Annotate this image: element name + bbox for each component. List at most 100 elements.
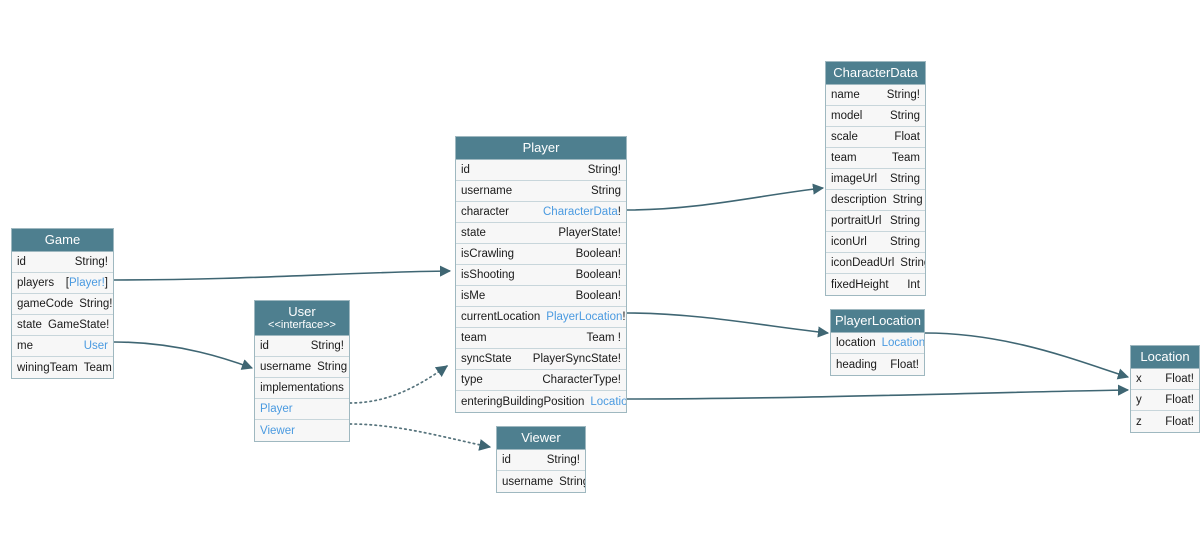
field-name: id	[260, 340, 269, 352]
field-row: currentLocation PlayerLocation!	[456, 307, 626, 328]
entity-viewer[interactable]: Viewer id String! username String	[496, 426, 586, 493]
entity-user-title: User <<interface>>	[255, 301, 349, 336]
field-name: iconDeadUrl	[831, 257, 895, 269]
field-name: type	[461, 374, 483, 386]
type-link[interactable]: Player!	[69, 277, 105, 289]
field-name: imageUrl	[831, 173, 878, 185]
field-row-implementation-player[interactable]: Player	[255, 399, 349, 420]
entity-characterdata[interactable]: CharacterData name String! model String …	[825, 61, 926, 296]
field-type: GameState!	[47, 319, 110, 331]
field-type: String!	[79, 298, 113, 310]
field-type: String!	[886, 89, 920, 101]
field-row: imageUrl String	[826, 169, 925, 190]
field-name: isMe	[461, 290, 486, 302]
field-type: PlayerSyncState!	[532, 353, 621, 365]
entity-characterdata-name: CharacterData	[833, 65, 918, 80]
field-name: id	[502, 454, 511, 466]
field-type: Location!	[882, 337, 924, 349]
field-row: isMe Boolean!	[456, 286, 626, 307]
field-row: winingTeam Team	[12, 357, 113, 378]
type-suffix: !	[617, 206, 621, 218]
field-type: String!	[546, 454, 580, 466]
field-type: Boolean!	[575, 269, 621, 281]
type-link[interactable]: Location	[881, 337, 924, 349]
field-row: iconDeadUrl String	[826, 253, 925, 274]
field-row: isShooting Boolean!	[456, 265, 626, 286]
field-row: team Team	[826, 148, 925, 169]
type-link[interactable]: Location	[590, 395, 626, 408]
field-name: isCrawling	[461, 248, 515, 260]
entity-playerlocation-title: PlayerLocation	[831, 310, 924, 333]
field-row: model String	[826, 106, 925, 127]
field-name: description	[831, 194, 887, 206]
entity-player-title: Player	[456, 137, 626, 160]
field-row: location Location!	[831, 333, 924, 354]
field-row: scale Float	[826, 127, 925, 148]
field-type: Boolean!	[575, 290, 621, 302]
field-row: id String!	[497, 450, 585, 471]
field-row-implementations-label: implementations	[255, 378, 349, 399]
entity-player[interactable]: Player id String! username String charac…	[455, 136, 627, 413]
field-name: enteringBuildingPosition	[461, 395, 585, 408]
field-name[interactable]: Viewer	[260, 424, 295, 437]
field-type: CharacterType!	[542, 374, 621, 386]
field-type: User	[84, 340, 108, 352]
field-row: gameCode String!	[12, 294, 113, 315]
entity-playerlocation[interactable]: PlayerLocation location Location! headin…	[830, 309, 925, 376]
edge-playerlocation-location-to-location	[924, 332, 1130, 380]
entity-location[interactable]: Location x Float! y Float! z Float!	[1130, 345, 1200, 433]
field-name: scale	[831, 131, 858, 143]
field-name: fixedHeight	[831, 278, 889, 291]
field-name: winingTeam	[17, 361, 78, 374]
field-type: String	[892, 194, 923, 206]
edge-player-enteringbuildingposition-to-location	[626, 384, 1130, 400]
edge-user-implements-player	[349, 365, 448, 404]
entity-user[interactable]: User <<interface>> id String! username S…	[254, 300, 350, 442]
entity-game-title: Game	[12, 229, 113, 252]
field-type: Float	[894, 131, 920, 143]
field-name: heading	[836, 358, 877, 371]
field-row: id String!	[456, 160, 626, 181]
field-name: name	[831, 89, 860, 101]
field-type: String!	[74, 256, 108, 268]
field-name: state	[17, 319, 42, 331]
field-type: String	[900, 257, 925, 269]
field-name: character	[461, 206, 509, 218]
field-type: [Player!]	[66, 277, 108, 289]
field-name: iconUrl	[831, 236, 867, 248]
entity-player-name: Player	[522, 140, 560, 155]
edge-player-currentlocation-to-playerlocation	[626, 312, 830, 338]
field-type: Float!	[1165, 373, 1194, 385]
type-suffix: ]	[104, 277, 108, 289]
field-row-implementation-viewer[interactable]: Viewer	[255, 420, 349, 441]
type-suffix: !	[622, 311, 626, 323]
type-link[interactable]: User	[83, 340, 108, 352]
field-type: CharacterData!	[543, 206, 621, 218]
edge-game-players-to-player	[113, 265, 452, 281]
type-link[interactable]: CharacterData	[543, 206, 618, 218]
field-row: isCrawling Boolean!	[456, 244, 626, 265]
field-name: location	[836, 337, 876, 349]
field-name: isShooting	[461, 269, 515, 281]
entity-playerlocation-name: PlayerLocation	[835, 313, 921, 328]
field-type: Team	[83, 361, 112, 374]
field-type: Location	[590, 396, 626, 408]
field-row: description String	[826, 190, 925, 211]
field-name[interactable]: Player	[260, 403, 293, 415]
type-link[interactable]: PlayerLocation	[546, 311, 623, 323]
field-type: PlayerLocation!	[546, 311, 625, 323]
field-row: players [Player!]	[12, 273, 113, 294]
edge-player-character-to-characterdata	[626, 183, 825, 211]
field-type: Float!	[1165, 394, 1194, 406]
field-name: model	[831, 110, 863, 122]
field-row: team Team !	[456, 328, 626, 349]
field-type: String	[889, 215, 920, 227]
entity-game[interactable]: Game id String! players [Player!] gameCo…	[11, 228, 114, 379]
field-row: portraitUrl String	[826, 211, 925, 232]
entity-game-name: Game	[44, 232, 81, 247]
entity-location-title: Location	[1131, 346, 1199, 369]
field-type: String	[889, 173, 920, 185]
entity-user-name: User	[288, 304, 316, 319]
field-row: username String	[497, 471, 585, 492]
